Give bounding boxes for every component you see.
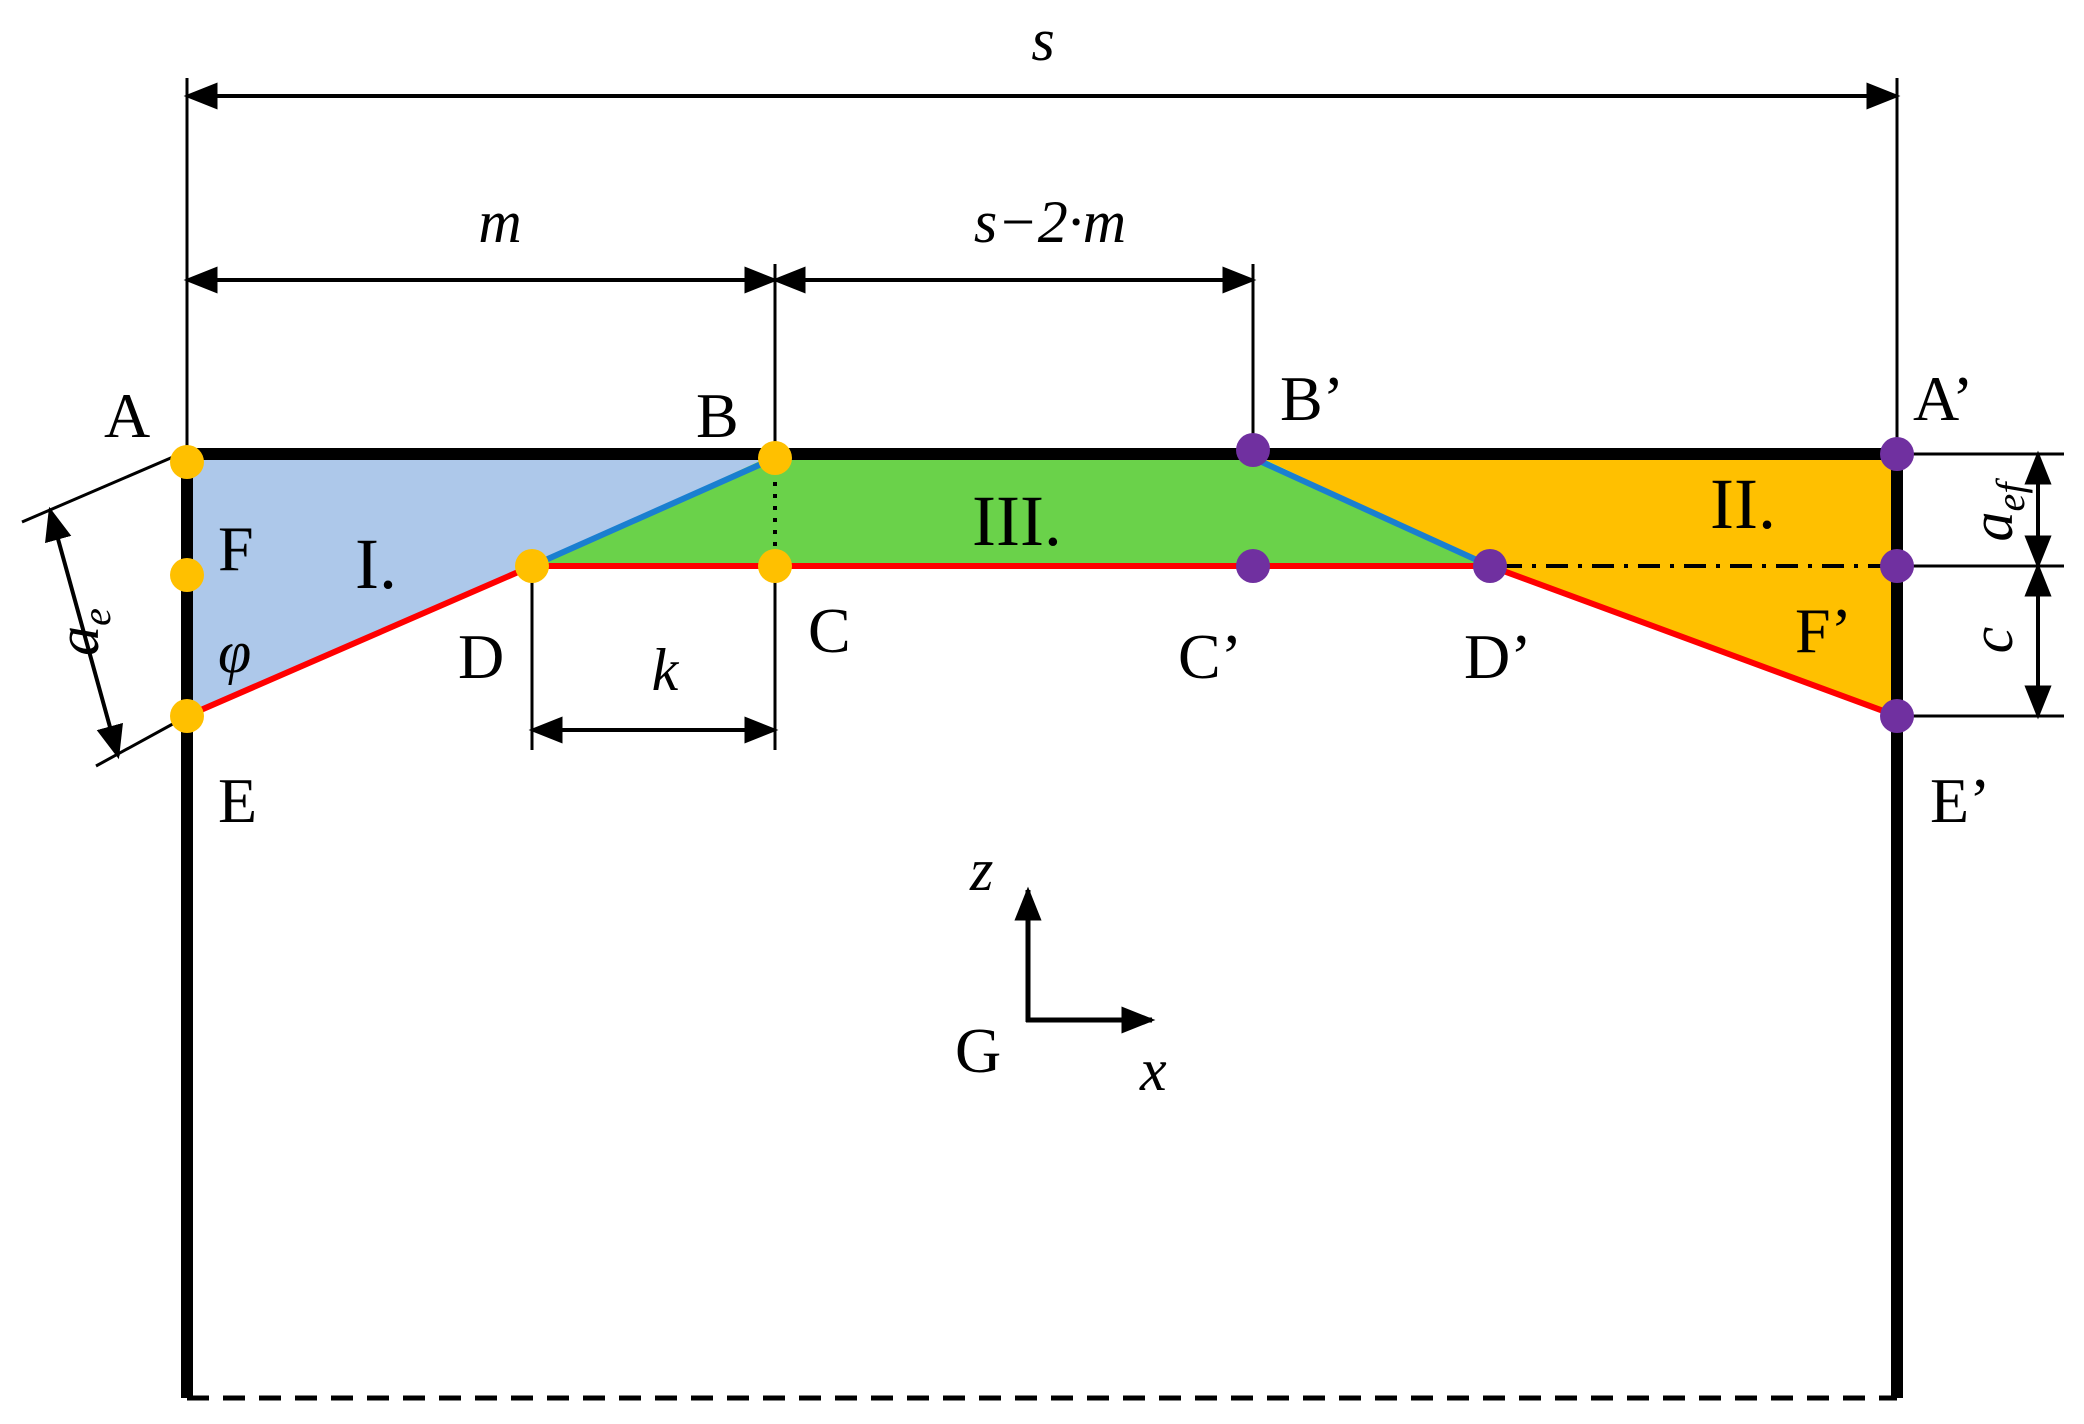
label-d: D: [458, 621, 504, 692]
point-e-prime: [1880, 699, 1914, 733]
s-minus-2m-label: s−2·m: [974, 189, 1126, 255]
x-axis-label: x: [1139, 1037, 1167, 1103]
label-b-prime: B’: [1280, 363, 1344, 434]
z-axis-label: z: [969, 837, 993, 903]
region-three-label: III.: [972, 481, 1062, 561]
blue-line-left: [530, 455, 777, 569]
label-b: B: [696, 380, 739, 451]
point-c-prime: [1236, 549, 1270, 583]
label-f-prime: F’: [1795, 595, 1852, 666]
blue-line-right: [1251, 455, 1492, 569]
point-c: [758, 549, 792, 583]
region-two-fill: [1253, 454, 1897, 716]
s-label: s: [1031, 7, 1054, 73]
point-f: [170, 558, 204, 592]
label-e-prime: E’: [1930, 765, 1990, 836]
point-b: [758, 441, 792, 475]
label-c-prime: C’: [1178, 621, 1242, 692]
aef-label: aef: [1959, 478, 2033, 542]
point-b-prime: [1236, 433, 1270, 467]
label-c: C: [808, 595, 851, 666]
point-f-prime: [1880, 549, 1914, 583]
point-markers: [170, 433, 1914, 733]
ae-ext-top: [21, 452, 181, 524]
region-three-fill: [532, 454, 1490, 566]
region-two-label: II.: [1710, 464, 1776, 544]
point-a: [170, 445, 204, 479]
k-label: k: [652, 637, 680, 703]
label-a: A: [104, 380, 150, 451]
m-label: m: [478, 189, 521, 255]
point-d-prime: [1473, 549, 1507, 583]
origin-g-label: G: [955, 1015, 1001, 1086]
point-d: [515, 549, 549, 583]
ae-dimension-arrow: [45, 506, 123, 760]
label-f: F: [218, 513, 254, 584]
label-e: E: [218, 765, 257, 836]
label-d-prime: D’: [1464, 621, 1532, 692]
region-one-label: I.: [355, 524, 397, 604]
label-a-prime: A’: [1913, 363, 1973, 434]
red-line: [185, 563, 1899, 719]
point-a-prime: [1880, 437, 1914, 471]
ae-label: ae: [45, 608, 119, 656]
point-e: [170, 699, 204, 733]
c-label: c: [1959, 627, 2025, 654]
phi-label: φ: [218, 619, 251, 685]
